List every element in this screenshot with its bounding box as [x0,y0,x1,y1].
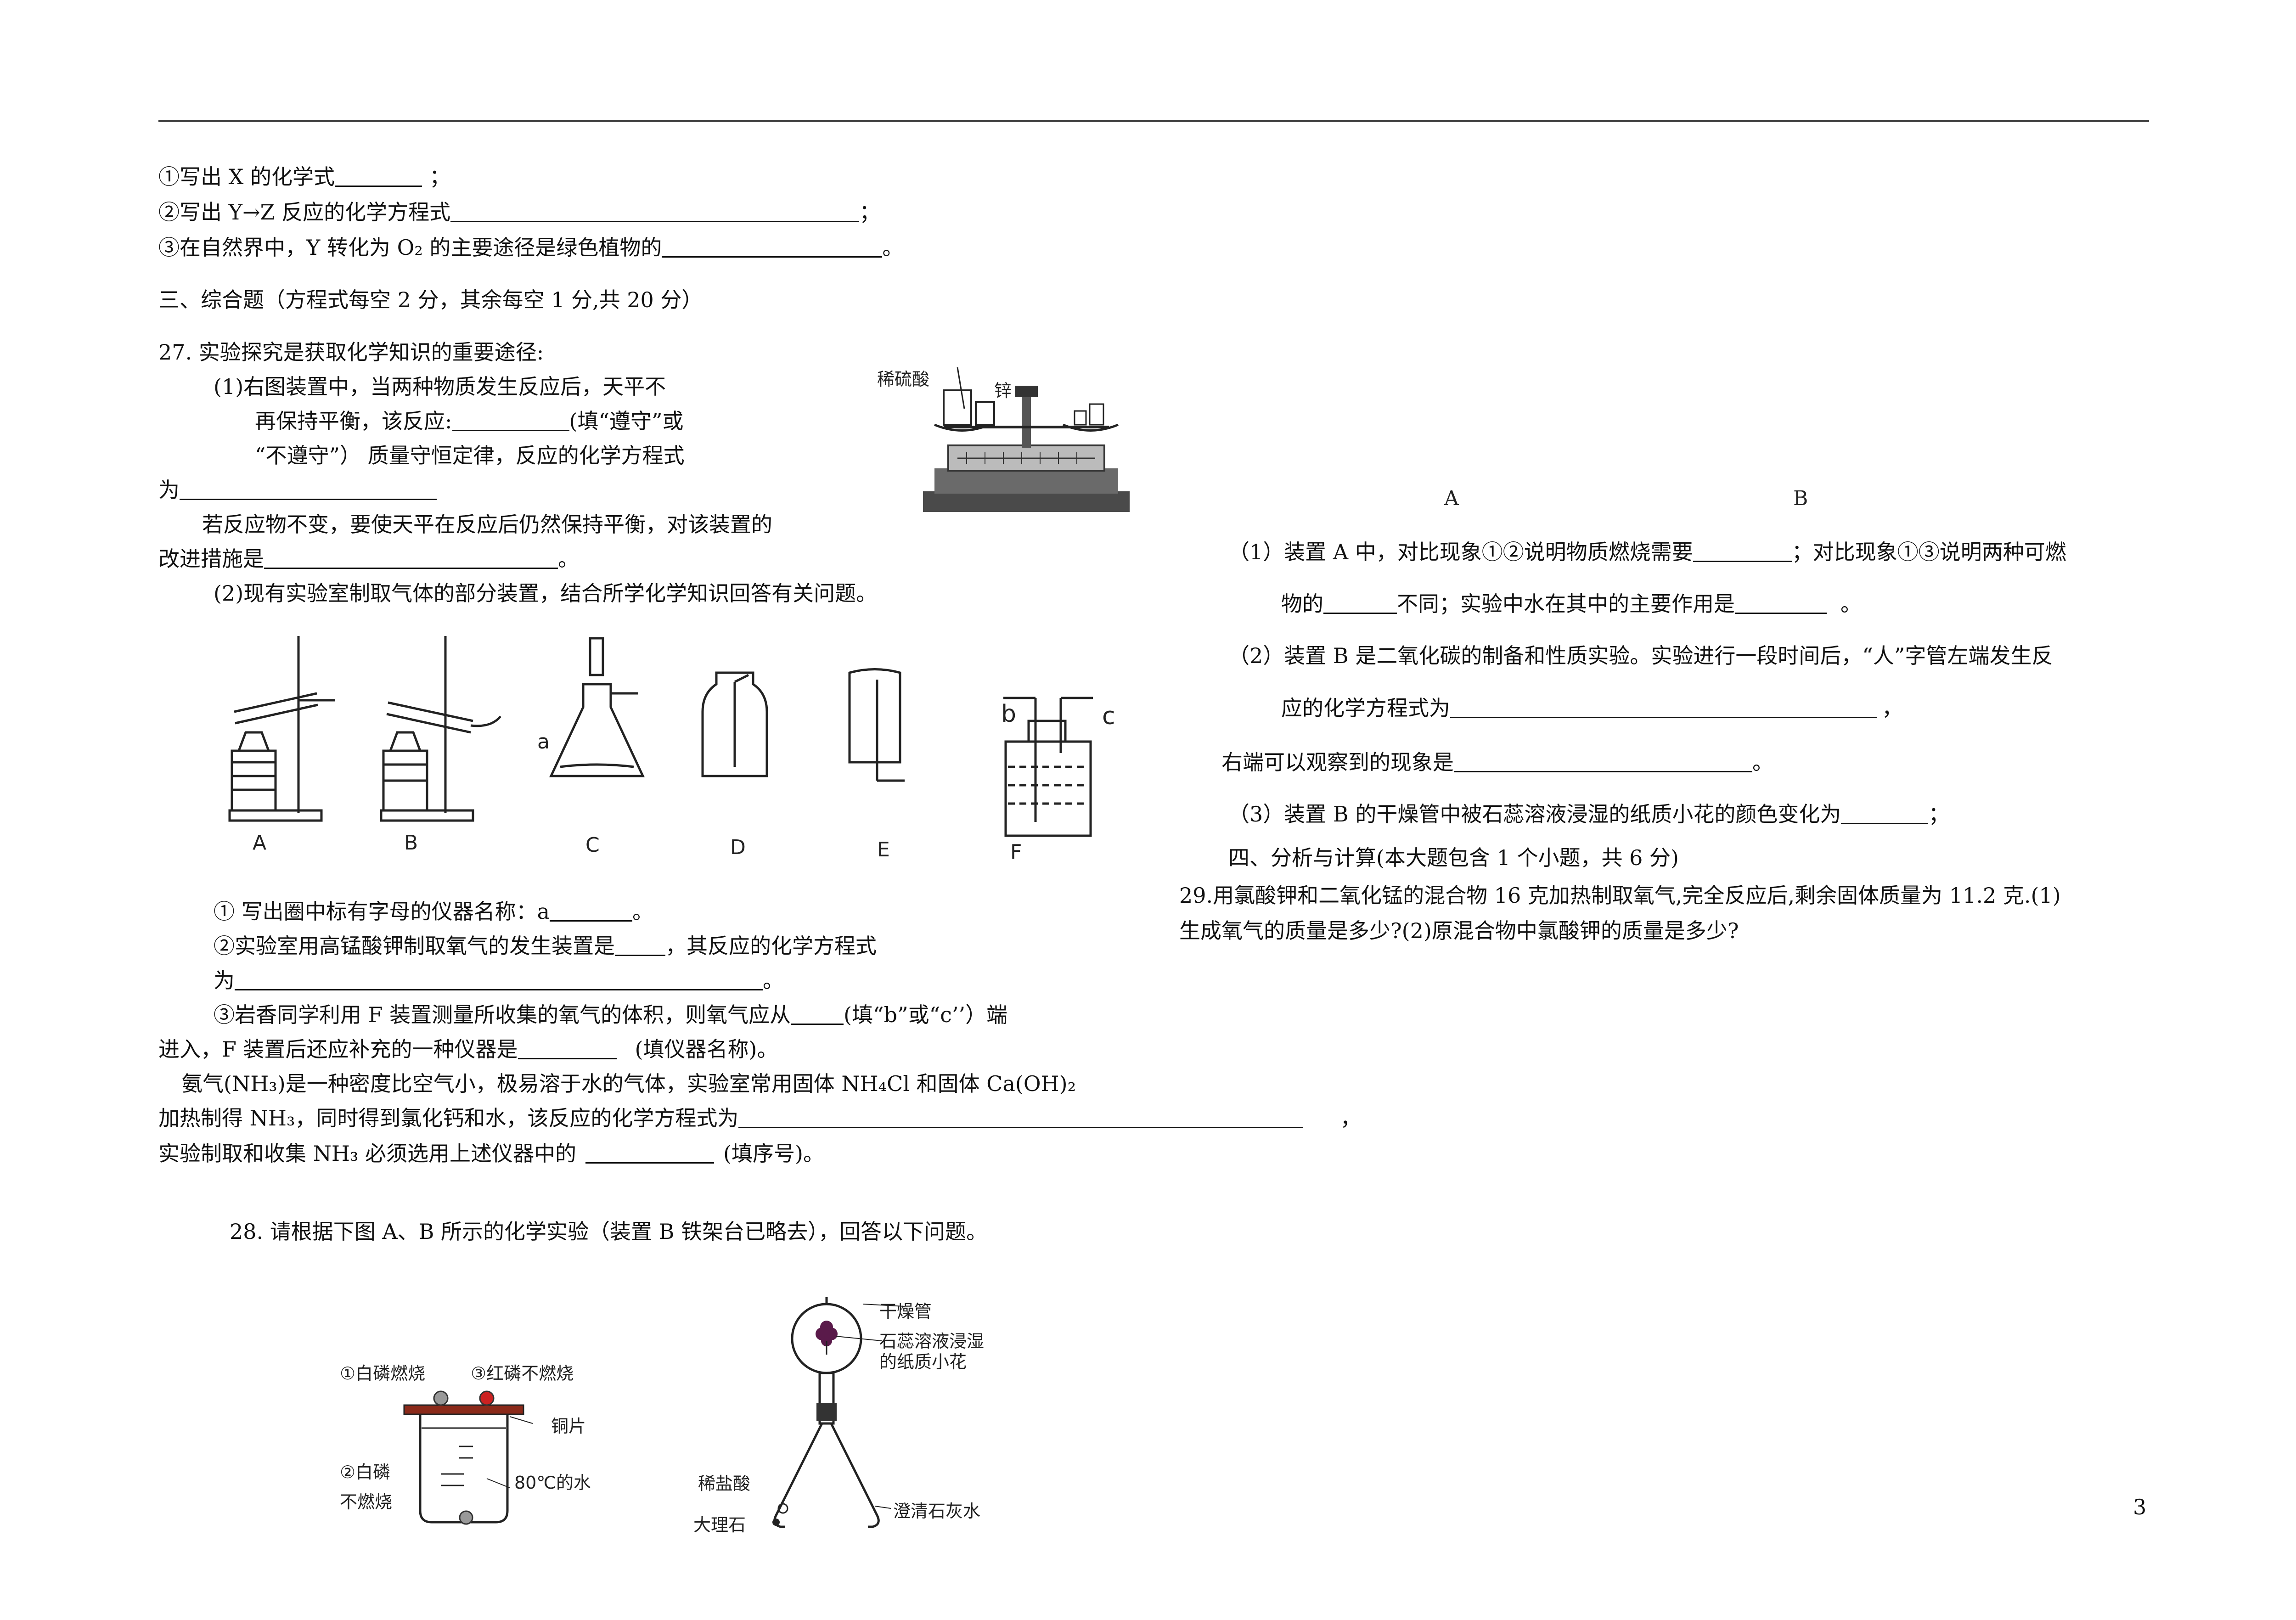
answer-blank[interactable] [738,1108,1304,1128]
apparatus-figure: A B C D E F a b c [216,629,1134,877]
q28-a1: （1）装置 A 中，对比现象①②说明物质燃烧需要；对比现象①③说明两种可燃 [1228,540,2066,564]
section-3-heading: 三、综合题（方程式每空 2 分，其余每空 1 分,共 20 分） [158,287,703,312]
q27-s3: ③岩香同学利用 F 装置测量所收集的氧气的体积，则氧气应从(填“b”或“c’’）… [214,1002,1008,1027]
answer-blank[interactable] [615,935,665,956]
label-marble: 大理石 [693,1515,746,1535]
q27-p2a: 若反应物不变，要使天平在反应后仍然保持平衡，对该装置的 [202,512,772,537]
answer-blank[interactable] [452,411,569,431]
label-limewater: 澄清石灰水 [893,1501,981,1521]
q27-intro: 27. 实验探究是获取化学知识的重要途径: [158,340,544,365]
q27-p1c: “不遵守”） 质量守恒定律，反应的化学方程式 [255,443,685,468]
label-white-p: ②白磷 [340,1462,391,1482]
q27-s1: ① 写出圈中标有字母的仪器名称：a。 [214,899,654,924]
q28-a2b: 应的化学方程式为， [1281,696,1903,720]
apparatus-label-b: B [404,831,418,855]
answer-blank[interactable] [180,479,437,500]
q26-line2: ②写出 Y→Z 反应的化学方程式； [158,200,881,225]
answer-blank[interactable] [1735,593,1827,614]
header-rule [158,120,2149,122]
label-no-burn: 不燃烧 [340,1492,393,1512]
apparatus-label-e: E [877,838,890,861]
figure-a-beaker: ①白磷燃烧 ③红磷不燃烧 铜片 ②白磷 不燃烧 80℃的水 [335,1341,625,1534]
label-paper-flower: 的纸质小花 [879,1352,967,1372]
answer-blank[interactable] [235,970,763,990]
answer-blank[interactable] [791,1004,844,1025]
q28-a2c: 右端可以观察到的现象是。 [1221,750,1773,775]
answer-blank[interactable] [518,1039,617,1059]
answer-blank[interactable] [1450,698,1877,718]
label-red-p-no-burn: ③红磷不燃烧 [471,1363,574,1384]
answer-blank[interactable] [264,548,558,569]
figure-b-co2: 干燥管 石蕊溶液浸湿 的纸质小花 稀盐酸 大理石 澄清石灰水 [689,1295,1056,1543]
fig-letter-b: B [1793,487,1808,510]
answer-blank[interactable] [1841,804,1929,824]
q27-nh3a: 氨气(NH₃)是一种密度比空气小，极易溶于水的气体，实验室常用固体 NH₄Cl … [181,1071,1076,1096]
label-dilute-sulfuric-acid: 稀硫酸 [877,369,930,389]
label-80c-water: 80℃的水 [514,1473,591,1493]
label-dilute-hcl: 稀盐酸 [698,1474,751,1494]
answer-blank[interactable] [335,166,422,187]
q26-line1: ①写出 X 的化学式； [158,164,450,189]
balance-figure: 稀硫酸 锌 [877,358,1137,517]
apparatus-label-d: D [730,836,746,859]
label-zinc: 锌 [994,381,1012,401]
q27-p3: (2)现有实验室制取气体的部分装置，结合所学化学知识回答有关问题。 [214,581,878,606]
q27-nh3c: 实验制取和收集 NH₃ 必须选用上述仪器中的(填序号)。 [158,1141,824,1166]
answer-blank[interactable] [1693,541,1792,562]
q28-a1b: 物的不同；实验中水在其中的主要作用是。 [1281,591,1862,616]
q28-a3: （3）装置 B 的干燥管中被石蕊溶液浸湿的纸质小花的颜色变化为； [1228,802,1950,827]
label-copper-sheet: 铜片 [551,1416,586,1436]
q27-s2b: 为。 [214,968,784,993]
section-4-heading: 四、分析与计算(本大题包含 1 个小题，共 6 分) [1228,845,1679,870]
q29-line1: 29.用氯酸钾和二氧化锰的混合物 16 克加热制取氧气,完全反应后,剩余固体质量… [1179,883,2061,908]
q27-s3b: 进入，F 装置后还应补充的一种仪器是(填仪器名称)。 [158,1037,778,1062]
flask-label-a: a [537,730,550,754]
fig-letter-a: A [1444,487,1459,510]
label-white-p-burns: ①白磷燃烧 [340,1363,426,1384]
port-label-c: c [1102,703,1115,730]
apparatus-label-f: F [1010,840,1022,864]
q27-nh3b: 加热制得 NH₃，同时得到氯化钙和水，该反应的化学方程式为， [158,1106,1362,1131]
q28-intro: 28. 请根据下图 A、B 所示的化学实验（装置 B 铁架台已略去），回答以下问… [230,1219,988,1244]
apparatus-label-a: A [253,831,267,855]
q27-p1b: 再保持平衡，该反应:(填“遵守”或 [255,409,684,433]
q27-p1d: 为 [158,476,437,504]
q27-p1a: (1)右图装置中，当两种物质发生反应后，天平不 [214,374,666,399]
answer-blank[interactable] [585,1143,715,1164]
label-litmus-soaked: 石蕊溶液浸湿 [879,1331,985,1351]
q28-a2: （2）装置 B 是二氧化碳的制备和性质实验。实验进行一段时间后，“人”字管左端发… [1228,643,2053,668]
q26-line3: ③在自然界中，Y 转化为 O₂ 的主要途径是绿色植物的。 [158,235,904,260]
page-number: 3 [2133,1495,2147,1519]
port-label-b: b [1001,700,1017,728]
answer-blank[interactable] [550,901,633,922]
answer-blank[interactable] [662,237,883,258]
answer-blank[interactable] [450,202,860,222]
q29-line2: 生成氧气的质量是多少?(2)原混合物中氯酸钾的质量是多少? [1179,918,1739,943]
q27-s2: ②实验室用高锰酸钾制取氧气的发生装置是，其反应的化学方程式 [214,934,877,958]
answer-blank[interactable] [1323,593,1397,614]
apparatus-label-c: C [585,833,600,857]
q27-p2b: 改进措施是。 [158,546,579,571]
label-drying-tube: 干燥管 [879,1301,932,1322]
answer-blank[interactable] [1454,752,1752,772]
